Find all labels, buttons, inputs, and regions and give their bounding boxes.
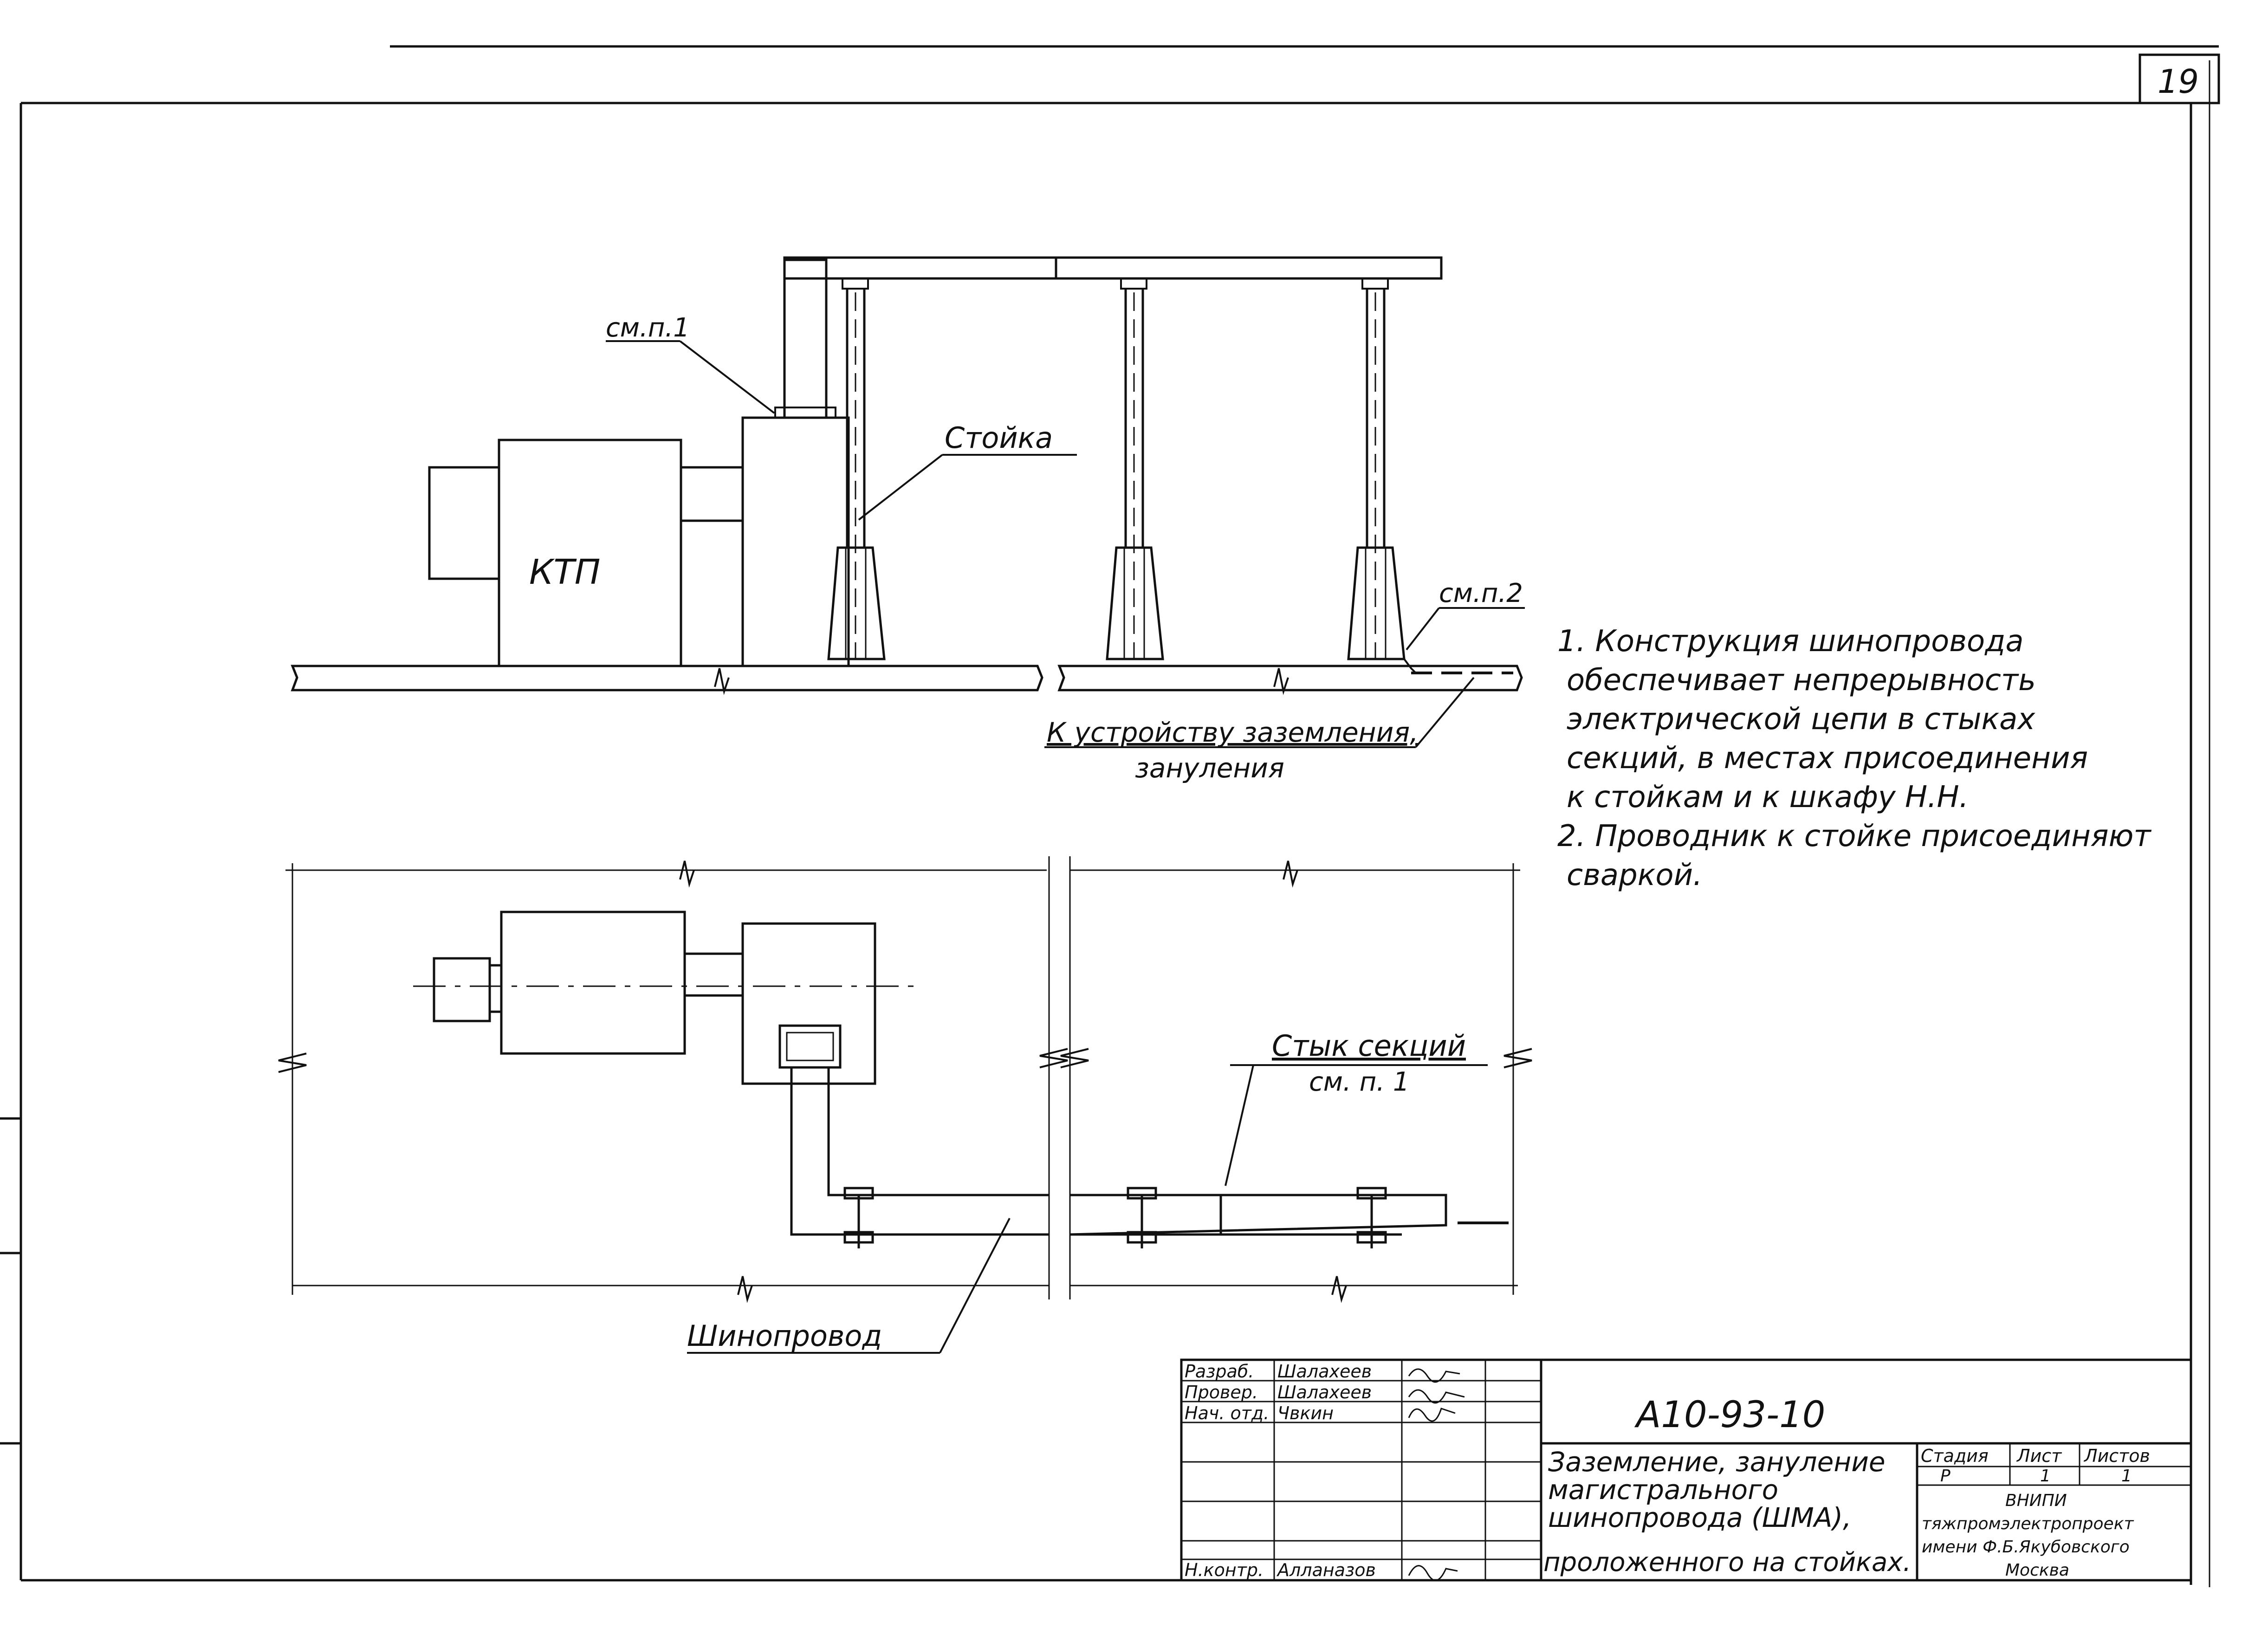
signature-3: [1408, 1408, 1456, 1422]
note-line-1: 1. Конструкция шинопровода: [1557, 624, 2024, 659]
sheet-number: 19: [2158, 63, 2199, 101]
tb-name-1: Шалахеев: [1277, 1361, 1372, 1382]
busway-label: Шинопровод: [687, 1319, 882, 1353]
ktp-label: КТП: [529, 552, 600, 592]
tb-role-7: Н.контр.: [1185, 1560, 1264, 1580]
stand-label: Стойка: [945, 421, 1053, 455]
stage-header: Стадия: [1921, 1446, 1989, 1466]
tb-name-7: Алланазов: [1276, 1560, 1376, 1580]
tb-role-3: Нач. отд.: [1185, 1403, 1269, 1423]
doc-title-2: магистрального: [1548, 1474, 1778, 1506]
ref-p2-label: см.п.2: [1439, 578, 1523, 608]
sheet-value: 1: [2040, 1467, 2051, 1486]
title-block: [1180, 1358, 2192, 1582]
org-line-1: ВНИПИ: [2005, 1491, 2067, 1510]
to-earthing-label-2: зануления: [1135, 752, 1284, 784]
org-line-3: имени Ф.Б.Якубовского: [1922, 1538, 2130, 1557]
note-line-5: к стойкам и к шкафу Н.Н.: [1567, 780, 1969, 814]
joint-label: Стык секций: [1272, 1029, 1466, 1063]
signature-1: [1408, 1368, 1460, 1383]
note-line-7: сваркой.: [1567, 858, 1703, 892]
sheets-value: 1: [2121, 1467, 2132, 1486]
to-earthing-label: К устройству заземления,: [1047, 717, 1419, 748]
doc-title-3: шинопровода (ШМА),: [1548, 1502, 1852, 1533]
general-notes: 1. Конструкция шинопровода обеспечивает …: [1557, 622, 2151, 895]
doc-code: А10-93-10: [1634, 1394, 1825, 1436]
elevation-view: [291, 256, 1525, 748]
sheets-header: Листов: [2083, 1446, 2150, 1466]
plan-view: [278, 856, 1532, 1354]
doc-title-4: проложенного на стойках.: [1543, 1547, 1911, 1577]
note-line-3: электрической цепи в стыках: [1567, 702, 2035, 737]
joint-ref-label: см. п. 1: [1309, 1067, 1409, 1097]
ref-p1-label: см.п.1: [606, 313, 690, 343]
note-line-4: секций, в местах присоединения: [1567, 741, 2088, 776]
note-line-2: обеспечивает непрерывность: [1567, 663, 2036, 698]
tb-role-1: Разраб.: [1185, 1361, 1254, 1382]
title-block-rows: Разраб. Шалахеев Провер. Шалахеев Нач. о…: [1185, 1361, 1465, 1581]
signature-7: [1408, 1565, 1458, 1581]
sheet-frame: [0, 45, 2220, 1587]
stage-value: Р: [1940, 1467, 1950, 1486]
signature-2: [1408, 1389, 1465, 1404]
tb-name-3: Чвкин: [1277, 1403, 1334, 1423]
org-line-4: Москва: [2005, 1561, 2069, 1580]
doc-title-1: Заземление, зануление: [1548, 1446, 1886, 1478]
org-line-2: тяжпромэлектропроект: [1922, 1514, 2134, 1533]
sheet-header: Лист: [2016, 1446, 2062, 1466]
note-line-6: 2. Проводник к стойке присоединяют: [1557, 819, 2151, 853]
tb-name-2: Шалахеев: [1277, 1382, 1372, 1402]
tb-role-2: Провер.: [1185, 1382, 1258, 1402]
